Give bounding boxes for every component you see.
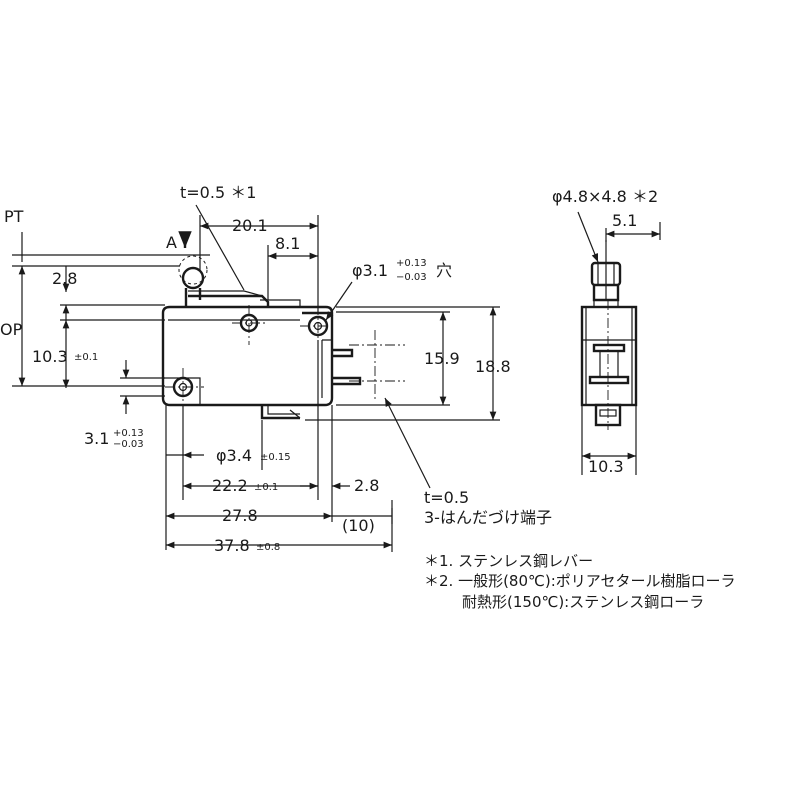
dim-37-8: 37.8 [214, 536, 250, 555]
dim-10-paren: (10) [342, 516, 375, 535]
dim-hole-suffix: 穴 [436, 261, 452, 280]
dim-2-8-bottom: 2.8 [354, 476, 379, 495]
dim-hole-tol-plus: +0.13 [396, 258, 427, 269]
dim-phi-3-4: φ3.4 [216, 446, 252, 465]
label-op: OP [0, 320, 23, 339]
dim-27-8: 27.8 [222, 506, 258, 525]
dim-20-1: 20.1 [232, 216, 268, 235]
dim-22-2-tol: ±0.1 [254, 482, 278, 493]
dim-roller-phi: φ4.8×4.8 ＊2 [552, 187, 658, 206]
dim-15-9: 15.9 [424, 349, 460, 368]
dim-37-8-tol: ±0.8 [256, 542, 280, 553]
dim-hole-tol-minus: −0.03 [396, 272, 427, 283]
dim-10-3-tol: ±0.1 [74, 352, 98, 363]
dim-3-1-tol-minus: −0.03 [113, 439, 144, 450]
note-3: 耐熱形(150℃):ステンレス鋼ローラ [462, 593, 704, 611]
label-terminal: 3-はんだづけ端子 [424, 508, 552, 527]
solder-terminals [260, 348, 362, 420]
dim-2-8-top: 2.8 [52, 269, 77, 288]
switch-housing [161, 305, 334, 407]
dim-5-1: 5.1 [612, 211, 637, 230]
dim-18-8: 18.8 [475, 357, 511, 376]
roller [181, 266, 205, 290]
label-t-lever: t=0.5 ＊1 [180, 183, 256, 202]
dim-hole-phi: φ3.1 [352, 261, 388, 280]
label-terminal-t: t=0.5 [424, 488, 469, 507]
switch-side-view: φ4.8×4.8 ＊2 5.1 10.3 [552, 187, 661, 476]
dim-phi-3-4-tol: ±0.15 [260, 452, 291, 463]
switch-front-view [161, 255, 405, 420]
note-2: ＊2. 一般形(80℃):ポリアセタール樹脂ローラ [424, 572, 735, 590]
note-1: ＊1. ステンレス鋼レバー [424, 552, 593, 570]
dim-3-1-tol-plus: +0.13 [113, 428, 144, 439]
side-housing [580, 305, 638, 407]
front-dimensions: PT OP A 2.8 10.3 ±0.1 3.1 +0.13 −0.03 t=… [0, 183, 552, 555]
dim-22-2: 22.2 [212, 476, 248, 495]
dim-3-1: 3.1 [84, 429, 109, 448]
dim-10-3: 10.3 [32, 347, 68, 366]
label-a: A [166, 233, 177, 252]
dim-8-1: 8.1 [275, 234, 300, 253]
label-pt: PT [4, 207, 24, 226]
dim-10-3-side: 10.3 [588, 457, 624, 476]
notes: ＊1. ステンレス鋼レバー ＊2. 一般形(80℃):ポリアセタール樹脂ローラ … [424, 552, 735, 611]
actuator-lever [188, 294, 270, 307]
